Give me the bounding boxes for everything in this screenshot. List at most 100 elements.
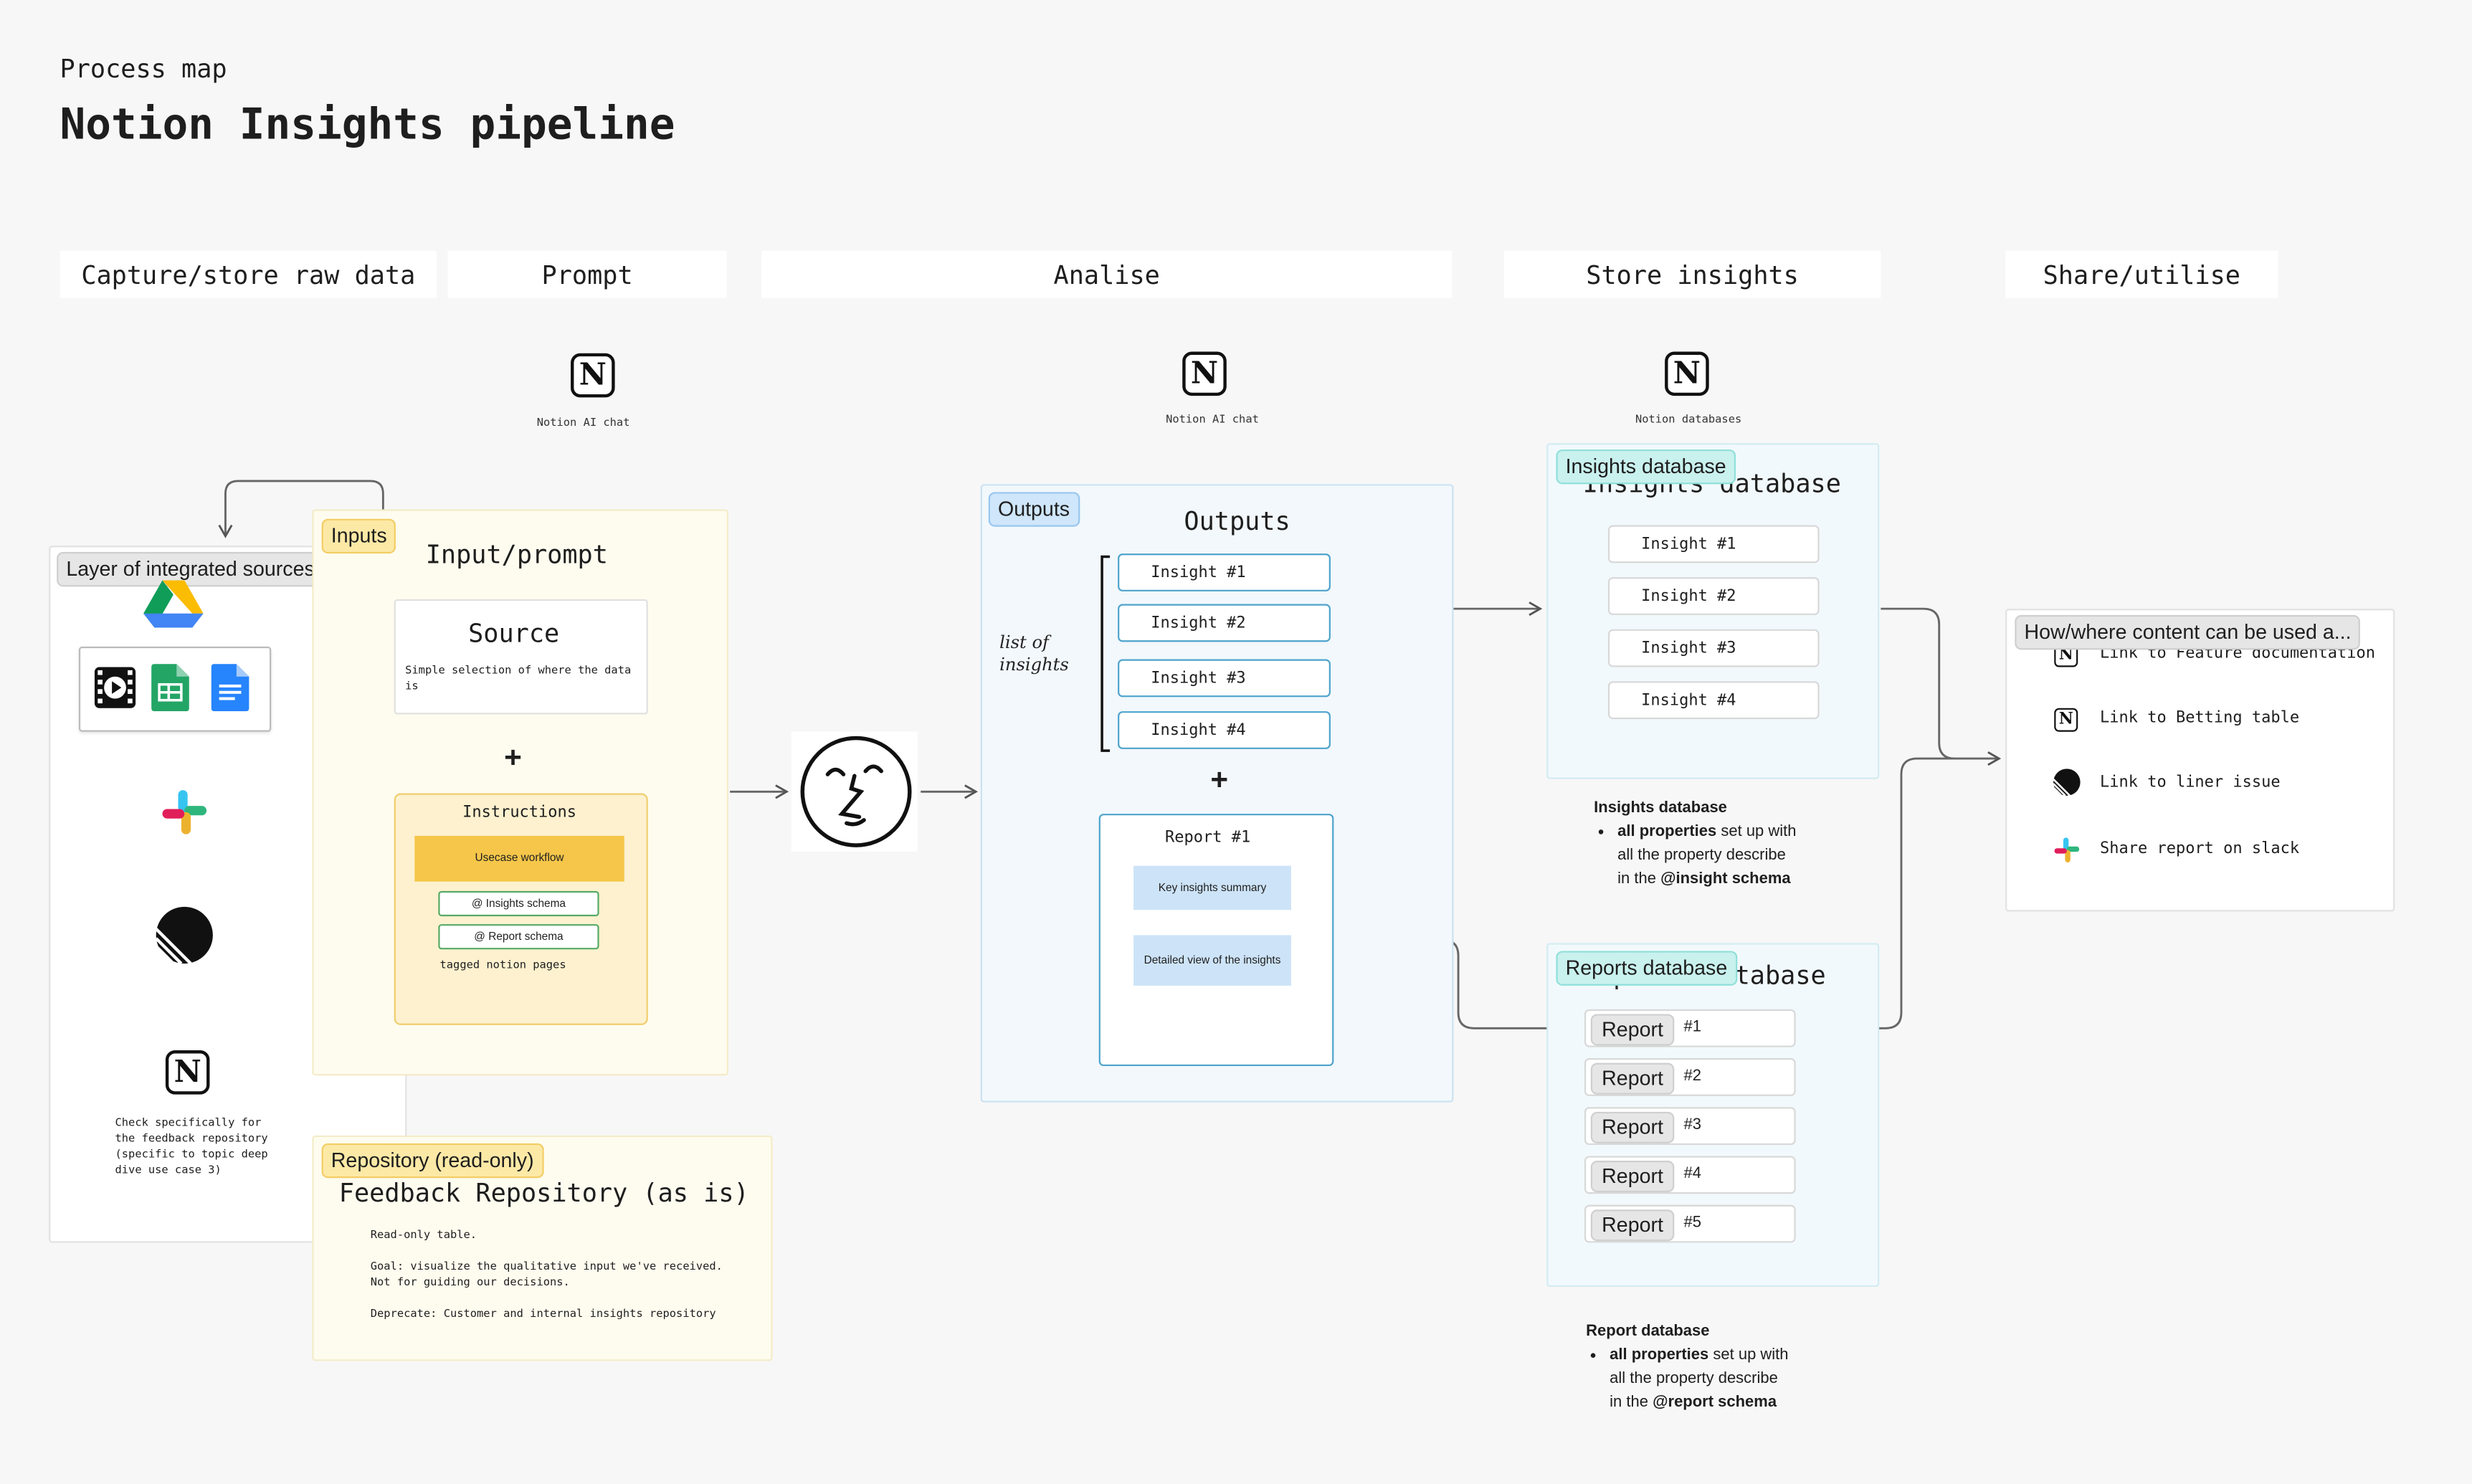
- linear-icon: [2053, 769, 2081, 796]
- sources-tag: Layer of integrated sources: [57, 551, 324, 587]
- report-summary-block: Key insights summary: [1133, 865, 1291, 910]
- column-header-analise: Analise: [761, 250, 1453, 298]
- insight-item: Insight #1: [1118, 553, 1331, 591]
- inputs-title: Input/prompt: [425, 539, 608, 570]
- reportsdb-to-share-connector: [1800, 757, 1955, 1029]
- repository-line: Read-only table.: [370, 1228, 477, 1242]
- share-item-label: Link to liner issue: [2100, 774, 2281, 792]
- reports-db-row: Report #3: [1584, 1107, 1796, 1146]
- notion-icon: N: [1182, 351, 1227, 396]
- notion-ai-chat-caption: Notion AI chat: [536, 416, 630, 429]
- report-number: #4: [1683, 1165, 1701, 1183]
- insights-db-row: Insight #3: [1607, 629, 1820, 667]
- instructions-title: Instructions: [462, 804, 577, 822]
- repository-line: Deprecate: Customer and internal insight…: [370, 1307, 716, 1321]
- notion-ai-chat-caption: Notion AI chat: [1166, 413, 1259, 426]
- reports-notes-list: all properties set up with all the proper…: [1586, 1343, 1788, 1414]
- report-schema-mention: @report schema: [1653, 1394, 1777, 1412]
- report-title: Report #1: [1165, 829, 1251, 847]
- report-pill: Report: [1590, 1111, 1675, 1143]
- page-title: Notion Insights pipeline: [60, 100, 675, 150]
- notes-text: in the: [1617, 870, 1661, 888]
- insights-notes-title: Insights database: [1594, 799, 1727, 817]
- tagged-pages-note: tagged notion pages: [439, 959, 566, 972]
- page-subtitle: Process map: [60, 53, 227, 84]
- share-tag: How/where content can be used a...: [2015, 614, 2361, 650]
- source-card: [394, 599, 648, 715]
- insights-notes-list: all properties set up with all the proper…: [1594, 820, 1796, 891]
- column-header-capture: Capture/store raw data: [60, 250, 437, 298]
- insight-item: Insight #2: [1118, 604, 1331, 642]
- outputs-tag: Outputs: [988, 492, 1080, 527]
- insights-database-tag: Insights database: [1556, 449, 1736, 485]
- report-pill: Report: [1590, 1161, 1675, 1193]
- repository-title: Feedback Repository (as is): [338, 1178, 749, 1209]
- insights-db-row: Insight #2: [1607, 577, 1820, 615]
- insights-schema-mention: @ Insights schema: [438, 890, 599, 917]
- notion-databases-caption: Notion databases: [1635, 413, 1742, 426]
- report-schema-mention: @ Report schema: [438, 924, 599, 950]
- report-number: #3: [1683, 1116, 1701, 1134]
- handwritten-label: list of insights: [999, 632, 1069, 675]
- google-sheets-icon: [151, 664, 189, 712]
- repository-line: Goal: visualize the qualitative input we…: [370, 1260, 723, 1273]
- loop-connector: [218, 480, 388, 655]
- notes-text: set up with: [1708, 1346, 1789, 1364]
- insight-item: Insight #4: [1118, 711, 1331, 749]
- report-number: #5: [1683, 1214, 1701, 1232]
- notion-source-note: Check specifically for the feedback repo…: [115, 1116, 268, 1177]
- reports-db-row: Report #1: [1584, 1009, 1796, 1047]
- notes-text: all the property describe: [1617, 847, 1786, 865]
- google-docs-icon: [211, 664, 249, 712]
- column-header-share: Share/utilise: [2005, 250, 2278, 298]
- insight-item: Insight #3: [1118, 659, 1331, 698]
- slack-icon: [2054, 837, 2080, 863]
- insightsdb-to-share-connector: [1881, 607, 2002, 766]
- insights-db-row: Insight #1: [1607, 525, 1820, 563]
- linear-icon: [155, 906, 213, 965]
- video-icon: [94, 667, 136, 708]
- report-pill: Report: [1590, 1062, 1675, 1095]
- google-drive-icon: [143, 580, 204, 628]
- plus-sign: +: [504, 741, 522, 775]
- plus-sign: +: [1210, 763, 1228, 796]
- source-title: Source: [468, 618, 560, 649]
- column-header-prompt: Prompt: [447, 250, 727, 298]
- report-number: #2: [1683, 1067, 1701, 1085]
- report-pill: Report: [1590, 1014, 1675, 1046]
- share-item-label: Link to Betting table: [2100, 709, 2300, 728]
- inputs-tag: Inputs: [321, 518, 396, 554]
- notes-text: in the: [1610, 1394, 1653, 1412]
- repository-tag: Repository (read-only): [321, 1143, 543, 1179]
- notes-bold: all properties: [1617, 823, 1717, 841]
- notion-icon: N: [2054, 708, 2078, 732]
- insights-bracket: [1100, 555, 1111, 752]
- insights-db-row: Insight #4: [1607, 681, 1820, 720]
- notion-ai-face-icon: [800, 736, 912, 847]
- notes-bold: all properties: [1610, 1346, 1709, 1364]
- repository-line: Not for guiding our decisions.: [370, 1275, 570, 1289]
- report-detail-block: Detailed view of the insights: [1133, 935, 1291, 986]
- insights-database-notes: Insights database all properties set up …: [1594, 796, 1796, 891]
- reports-notes-item: all properties set up with all the proper…: [1610, 1343, 1788, 1414]
- reports-db-row: Report #5: [1584, 1204, 1796, 1243]
- column-header-store: Store insights: [1503, 250, 1881, 298]
- usecase-workflow-block: Usecase workflow: [414, 835, 624, 882]
- reports-db-row: Report #4: [1584, 1156, 1796, 1194]
- notion-icon: N: [571, 353, 615, 398]
- outputs-title: Outputs: [1184, 506, 1290, 536]
- report-pill: Report: [1590, 1209, 1675, 1242]
- slack-icon: [162, 790, 207, 834]
- reports-database-tag: Reports database: [1556, 951, 1737, 986]
- reports-db-row: Report #2: [1584, 1058, 1796, 1096]
- notion-icon: N: [1665, 351, 1709, 396]
- notion-icon: N: [165, 1050, 210, 1095]
- insights-notes-item: all properties set up with all the proper…: [1617, 820, 1796, 891]
- share-item-label: Share report on slack: [2100, 840, 2300, 858]
- notes-text: set up with: [1716, 823, 1797, 841]
- reports-database-notes: Report database all properties set up wi…: [1586, 1320, 1788, 1414]
- insight-schema-mention: @insight schema: [1660, 870, 1791, 888]
- report-number: #1: [1683, 1019, 1701, 1037]
- notes-text: all the property describe: [1610, 1370, 1778, 1388]
- source-description: Simple selection of where the data is: [405, 664, 632, 693]
